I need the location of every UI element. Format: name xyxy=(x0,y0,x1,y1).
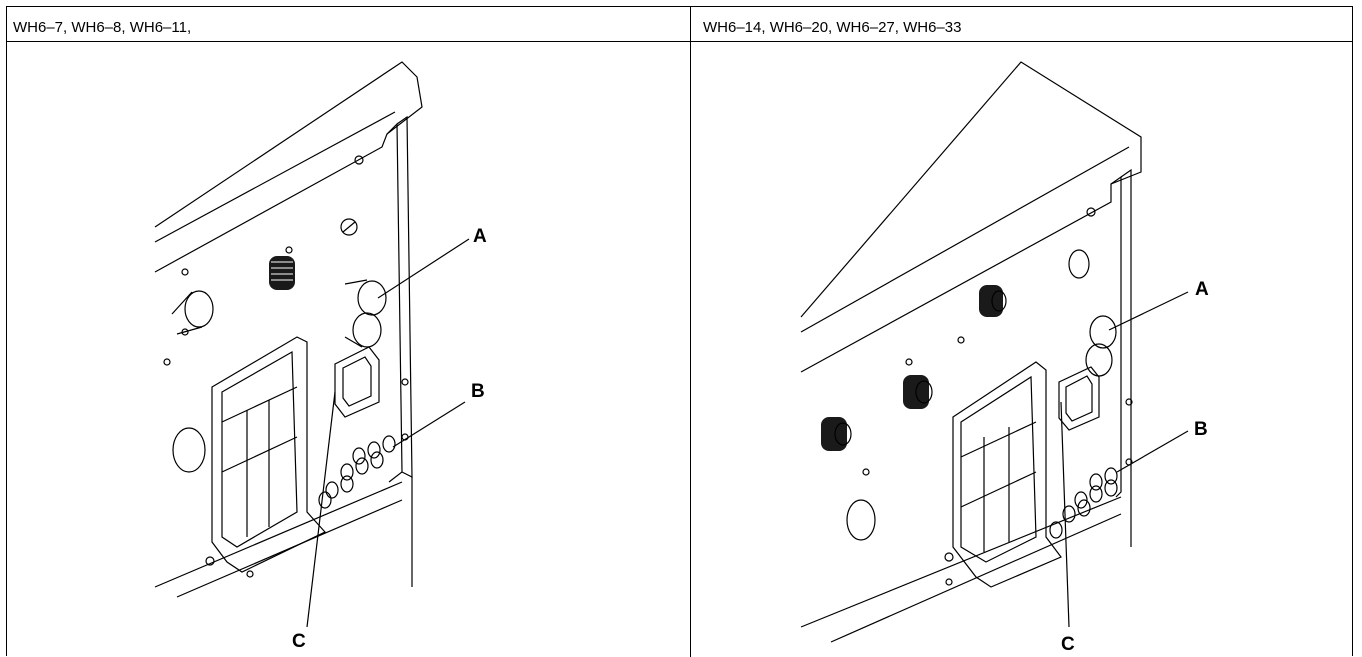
callout-a-label: A xyxy=(1195,279,1209,300)
header-right-models: WH6–14, WH6–20, WH6–27, WH6–33 xyxy=(703,19,962,36)
panel-left-unit-illustration: A B C xyxy=(7,42,683,657)
callout-a-label: A xyxy=(473,226,487,247)
panel-right-unit-illustration: A B C xyxy=(691,42,1362,657)
column-divider xyxy=(690,7,691,657)
header-left-models: WH6–7, WH6–8, WH6–11, xyxy=(13,19,192,36)
callout-b-label: B xyxy=(1194,419,1208,440)
left-unit-drawing: A B C xyxy=(154,61,487,652)
callout-b-label: B xyxy=(471,381,485,402)
right-unit-drawing: A B C xyxy=(800,61,1209,655)
header-divider xyxy=(7,41,1352,42)
figure-table: WH6–7, WH6–8, WH6–11, WH6–14, WH6–20, WH… xyxy=(6,6,1353,657)
callout-c-label: C xyxy=(1061,634,1075,655)
callout-c-label: C xyxy=(292,631,306,652)
